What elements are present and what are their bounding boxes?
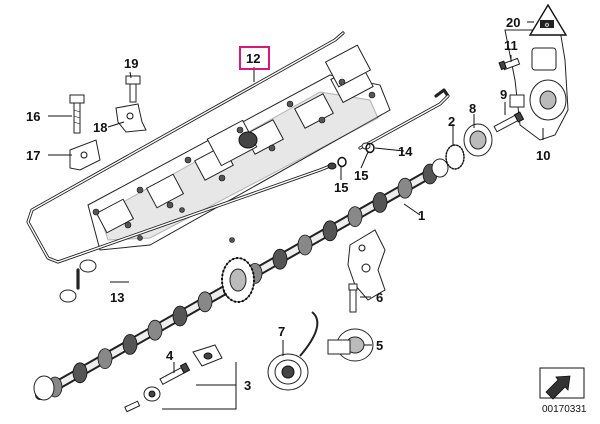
cam-lobe (72, 362, 88, 384)
sensor-bracket (347, 229, 386, 301)
arrow-icon (545, 375, 571, 400)
callout-3[interactable]: 3 (244, 378, 251, 393)
callout-4[interactable]: 4 (166, 348, 174, 363)
callout-1[interactable]: 1 (418, 208, 425, 223)
highlight-box-12 (239, 46, 270, 70)
seal-ring-15b (365, 142, 375, 154)
bolt-16 (69, 94, 85, 134)
callout-15b[interactable]: 15 (354, 168, 368, 183)
bolt-4 (159, 362, 191, 385)
cam-lobe (397, 177, 413, 199)
callout-6[interactable]: 6 (376, 290, 383, 305)
callout-14[interactable]: 14 (398, 144, 413, 159)
cam-lobe (97, 348, 113, 370)
callout-17[interactable]: 17 (26, 148, 40, 163)
cam-lobe (322, 220, 338, 242)
warning-label-icon: ⚙ (528, 3, 568, 36)
cam-lobe (272, 248, 288, 270)
cam-lobe (172, 305, 188, 327)
seal-ring-15a (337, 156, 347, 168)
oil-spray-pipe (26, 31, 345, 303)
camshaft (33, 158, 449, 401)
camshaft-carrier (87, 44, 391, 251)
cam-lobe (297, 234, 313, 256)
document-number: 00170331 (542, 404, 587, 415)
bracket-17 (69, 139, 101, 171)
callout-9[interactable]: 9 (500, 87, 507, 102)
bolt-9 (493, 111, 525, 133)
bolt-19 (125, 75, 141, 103)
vanos-gear (445, 123, 493, 170)
cam-lobe (122, 333, 138, 355)
oil-seal-7 (267, 311, 319, 391)
callout-5[interactable]: 5 (376, 338, 383, 353)
vanos-solenoid (504, 29, 569, 141)
document-stamp: 00170331 (539, 367, 587, 415)
callout-18[interactable]: 18 (93, 120, 107, 135)
callout-7[interactable]: 7 (278, 324, 285, 339)
callout-15a[interactable]: 15 (334, 180, 348, 195)
cam-lobe (347, 206, 363, 228)
callout-10[interactable]: 10 (536, 148, 550, 163)
flange-3 (124, 344, 223, 413)
cam-lobe (372, 191, 388, 213)
leader-lines (48, 21, 544, 410)
callout-2[interactable]: 2 (448, 114, 455, 129)
callout-labels: 1 2 3 4 5 6 7 8 9 10 11 12 13 14 15 15 1… (26, 15, 550, 393)
callout-13[interactable]: 13 (110, 290, 124, 305)
cam-lobe (147, 319, 163, 341)
callout-8[interactable]: 8 (469, 101, 476, 116)
bolt-6 (348, 283, 358, 313)
callout-20[interactable]: 20 (506, 15, 520, 30)
callout-16[interactable]: 16 (26, 109, 40, 124)
callout-11[interactable]: 11 (504, 38, 518, 53)
oil-seal-5 (327, 328, 374, 362)
cam-lobe (197, 291, 213, 313)
bolt-11 (498, 57, 521, 71)
callout-19[interactable]: 19 (124, 56, 138, 71)
svg-text:⚙: ⚙ (544, 22, 549, 29)
callout-12[interactable]: 12 (246, 51, 260, 66)
clip-18 (115, 103, 147, 133)
